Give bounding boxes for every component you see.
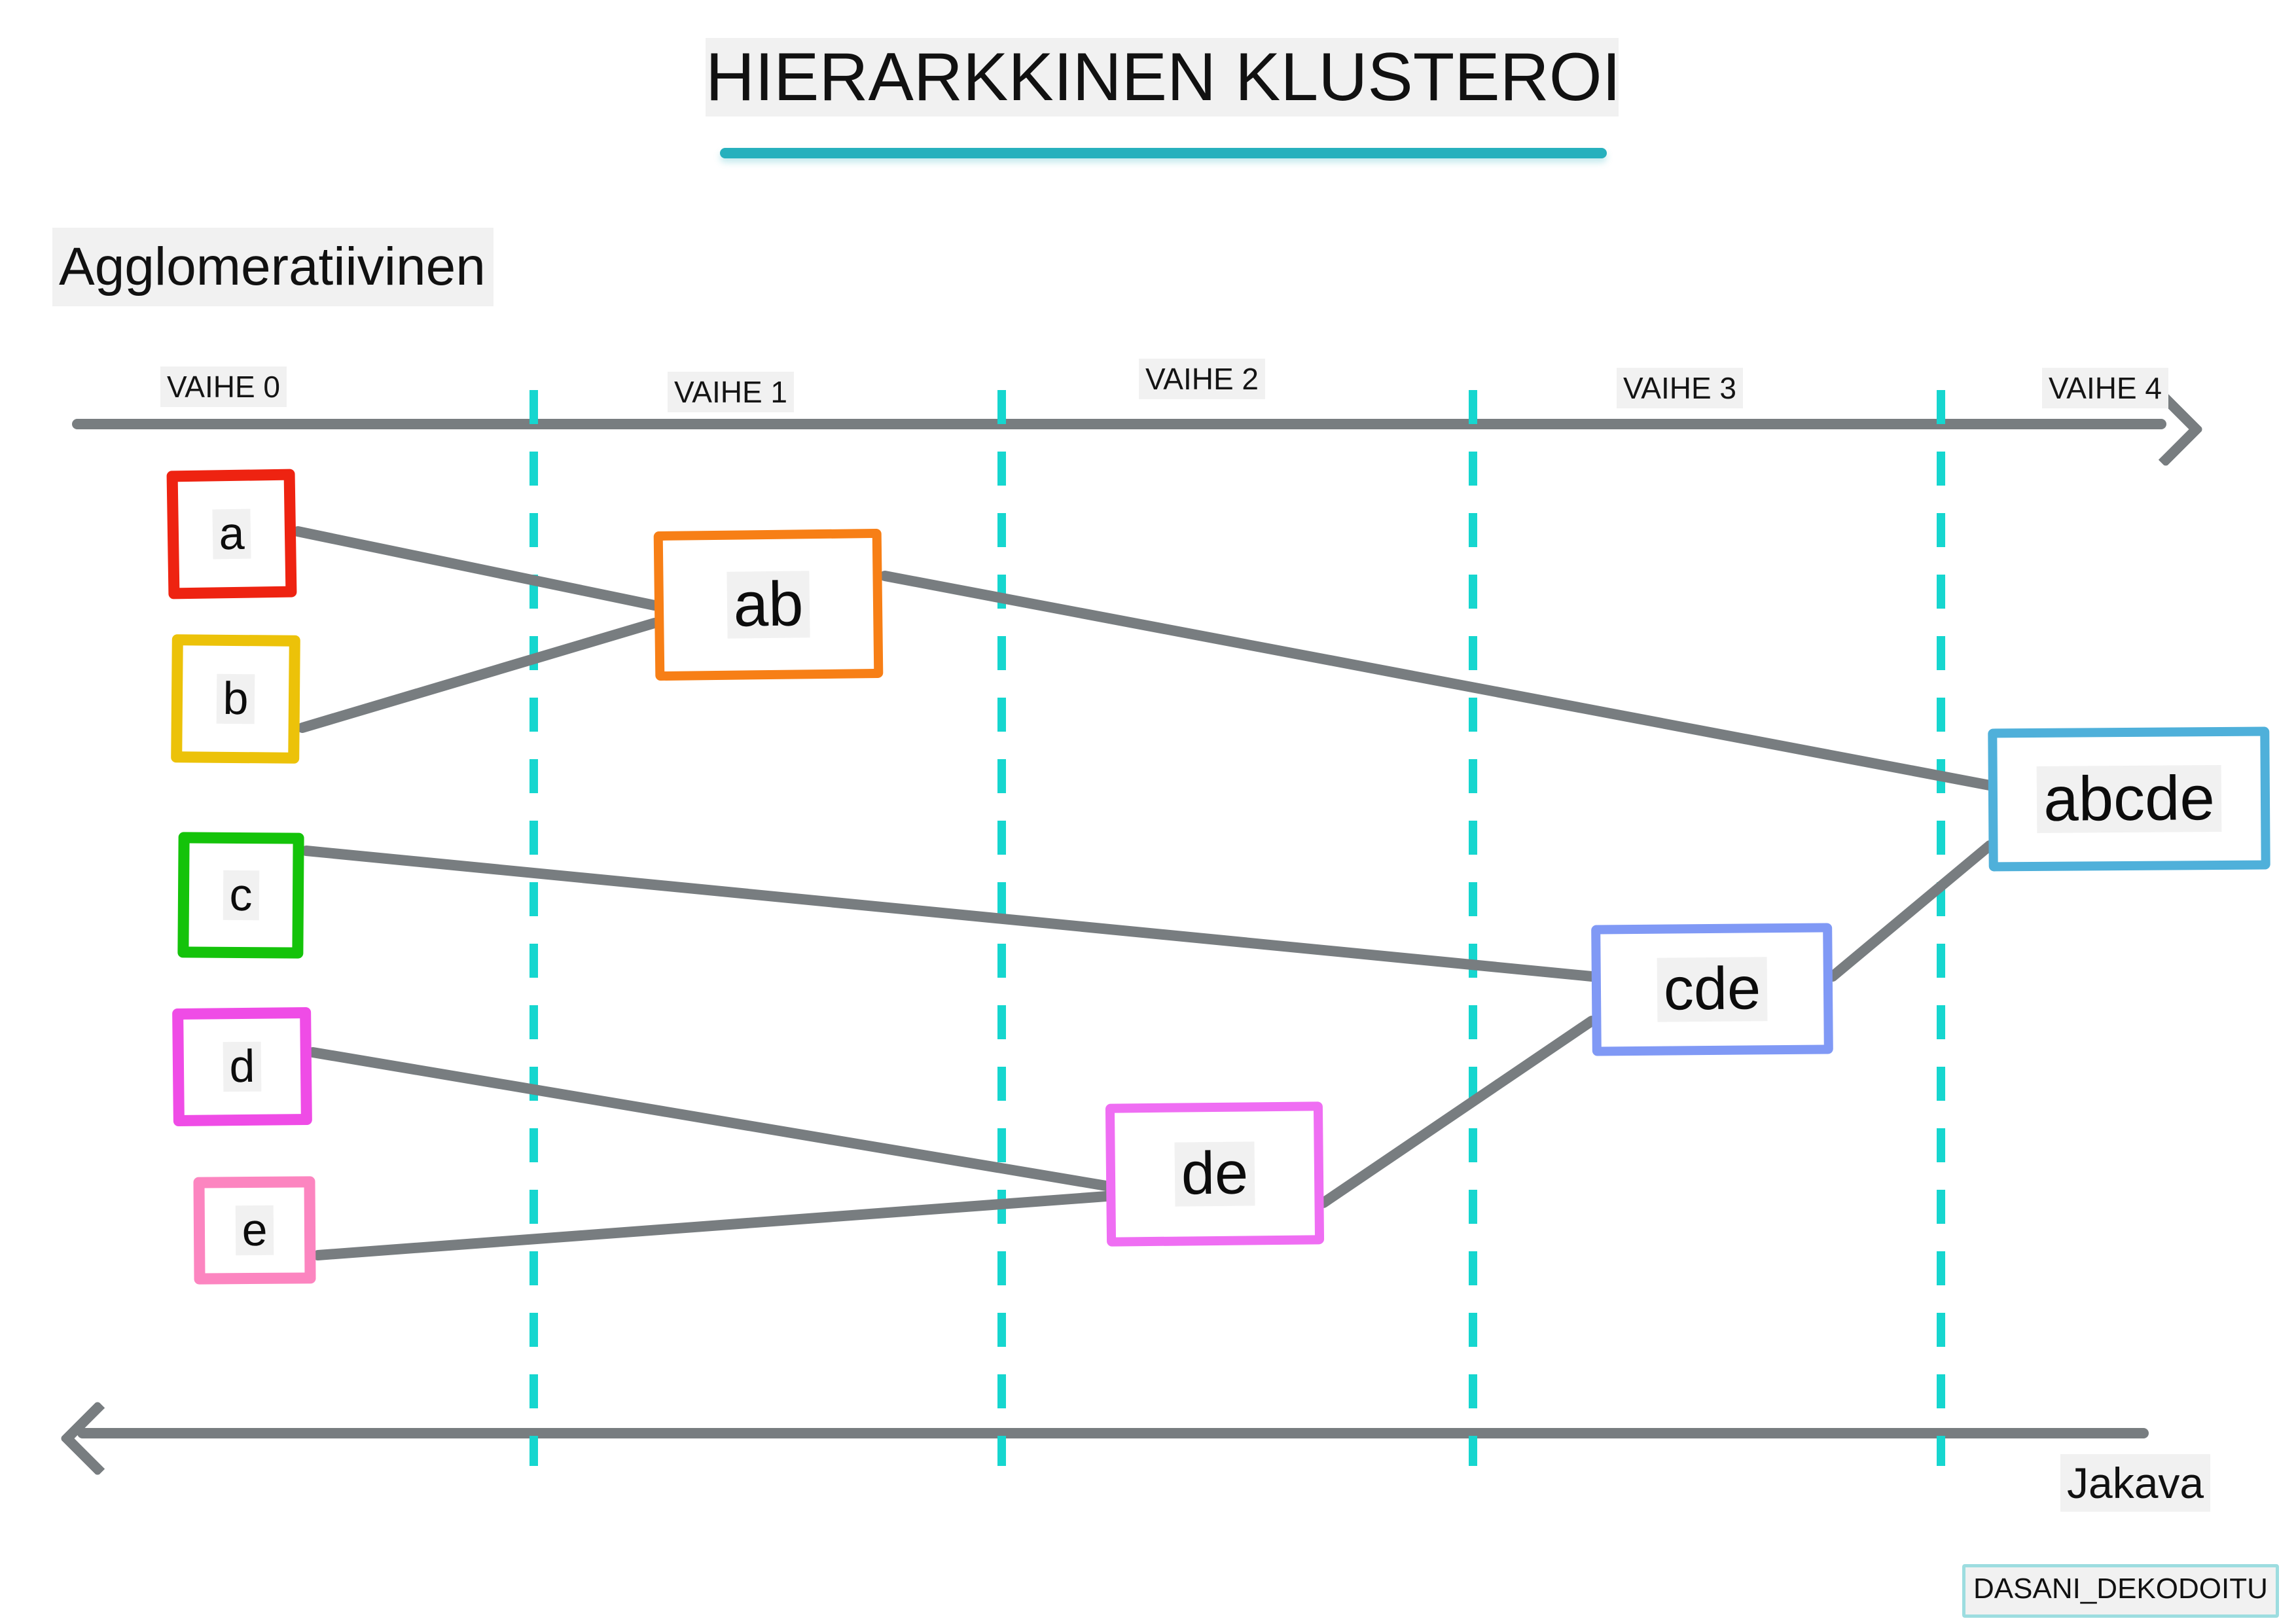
- stage-divider-2: [1469, 390, 1477, 1466]
- link-d-de: [308, 1047, 1111, 1191]
- stage-label-2: VAIHE 2: [1139, 359, 1265, 399]
- node-cde[interactable]: cde: [1591, 923, 1833, 1056]
- timeline-axis-bottom: [77, 1428, 2149, 1438]
- link-de-cde: [1318, 1016, 1597, 1208]
- node-cde-label: cde: [1657, 955, 1768, 1023]
- arrow-left-icon: [60, 1400, 135, 1476]
- node-ab[interactable]: ab: [653, 528, 884, 681]
- stage-divider-3: [1937, 390, 1945, 1466]
- node-ab-label: ab: [726, 569, 811, 640]
- link-b-ab: [297, 618, 660, 733]
- stage-label-3: VAIHE 3: [1617, 368, 1743, 408]
- node-b[interactable]: b: [171, 634, 300, 764]
- link-ab-abcde: [880, 571, 1995, 791]
- link-e-de: [313, 1191, 1111, 1260]
- status-badge: DASANI_DEKODOITU: [1962, 1564, 2279, 1618]
- stage-label-0: VAIHE 0: [160, 366, 287, 407]
- node-e[interactable]: e: [193, 1176, 316, 1285]
- node-de[interactable]: de: [1105, 1101, 1325, 1247]
- link-a-ab: [293, 526, 660, 611]
- node-c[interactable]: c: [177, 832, 304, 959]
- timeline-axis-top: [72, 419, 2166, 429]
- node-d[interactable]: d: [172, 1007, 312, 1127]
- node-abcde[interactable]: abcde: [1988, 726, 2270, 872]
- node-e-label: e: [235, 1204, 274, 1255]
- page-title: HIERARKKINEN KLUSTEROINTI: [706, 38, 1619, 116]
- divisive-label: Jakava: [2060, 1454, 2211, 1512]
- node-a-label: a: [211, 508, 252, 560]
- node-abcde-label: abcde: [2036, 763, 2222, 834]
- title-block: HIERARKKINEN KLUSTEROINTI: [706, 20, 1622, 158]
- node-a[interactable]: a: [166, 469, 297, 599]
- stage-divider-0: [529, 390, 538, 1466]
- node-de-label: de: [1174, 1140, 1255, 1207]
- node-b-label: b: [216, 673, 255, 724]
- link-c-cde: [301, 846, 1597, 982]
- node-c-label: c: [223, 869, 259, 920]
- title-underline-rule: [720, 148, 1607, 158]
- stage-divider-1: [997, 390, 1006, 1466]
- agglomerative-heading: Agglomeratiivinen: [52, 228, 493, 306]
- stage-label-4: VAIHE 4: [2042, 368, 2168, 408]
- stage-label-1: VAIHE 1: [668, 372, 794, 412]
- link-cde-abcde: [1827, 840, 1995, 982]
- node-d-label: d: [223, 1041, 262, 1092]
